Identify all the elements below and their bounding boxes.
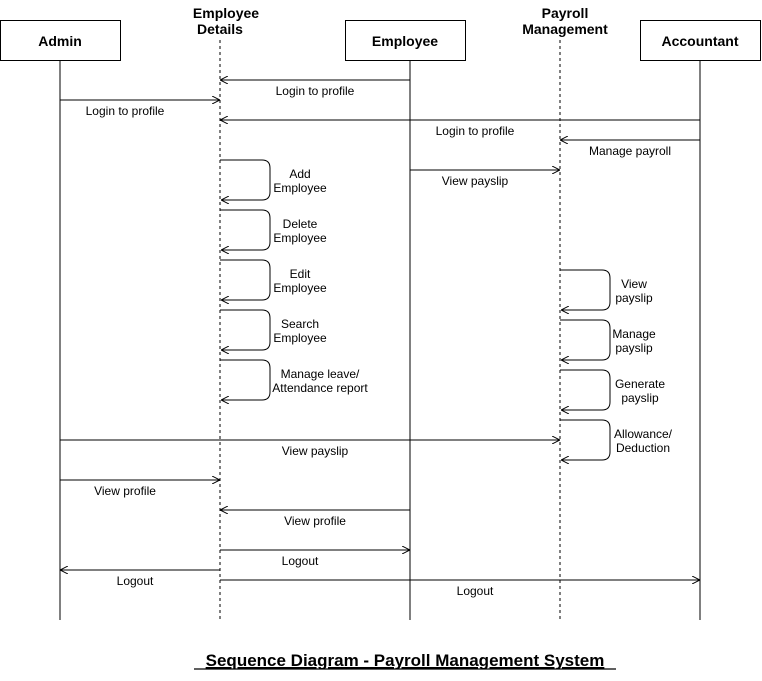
message-label: Add <box>289 167 310 181</box>
message-label: Login to profile <box>436 124 515 138</box>
message-label: Login to profile <box>276 84 355 98</box>
message-label: Employee <box>273 181 327 195</box>
message: Logout <box>220 550 409 568</box>
message-label: View profile <box>284 514 346 528</box>
message: Login to profile <box>60 100 219 118</box>
participant-payroll-label-line1: Payroll <box>542 5 589 21</box>
message: Allowance/Deduction <box>560 419 673 460</box>
self-message-arrow <box>560 419 611 460</box>
self-message-arrow <box>220 259 271 300</box>
message-label: Employee <box>273 331 327 345</box>
message-label: payslip <box>621 391 659 405</box>
message: Logout <box>220 580 699 598</box>
self-message-arrow <box>560 269 611 310</box>
message: View payslip <box>410 170 559 188</box>
message: Logout <box>61 570 220 588</box>
message-label: Allowance/ <box>614 427 673 441</box>
participant-employee-details-label-line1: Employee <box>193 5 259 21</box>
message-label: Edit <box>290 267 311 281</box>
self-message-arrow <box>220 209 271 250</box>
message-label: Delete <box>283 217 318 231</box>
message: Login to profile <box>221 80 410 98</box>
self-message-arrow <box>220 309 271 350</box>
message-label: Generate <box>615 377 665 391</box>
self-message-arrow <box>560 319 611 360</box>
message-label: Logout <box>117 574 154 588</box>
self-message-arrow <box>220 359 271 400</box>
message-label: View <box>621 277 647 291</box>
participant-employee-details-label-line2: Details <box>197 21 243 37</box>
participant-employee: Employee <box>345 20 466 61</box>
message-label: Deduction <box>616 441 670 455</box>
participant-admin-label: Admin <box>38 33 82 49</box>
message-label: View payslip <box>282 444 349 458</box>
message-label: Manage leave/ <box>281 367 360 381</box>
message: Manage leave/Attendance report <box>220 359 368 400</box>
participant-admin: Admin <box>0 20 121 61</box>
participant-employee-details: Employee Details <box>193 5 259 37</box>
participant-employee-label: Employee <box>372 33 438 49</box>
message: View payslip <box>60 440 559 458</box>
message-label: Logout <box>457 584 494 598</box>
message-label: Attendance report <box>272 381 368 395</box>
message-label: Employee <box>273 231 327 245</box>
message: View profile <box>221 510 410 528</box>
participant-accountant: Accountant <box>640 20 761 61</box>
message: Manage payroll <box>561 140 700 158</box>
message: Login to profile <box>221 120 700 138</box>
message-label: Employee <box>273 281 327 295</box>
participant-accountant-label: Accountant <box>662 33 739 49</box>
self-message-arrow <box>560 369 611 410</box>
message-label: Search <box>281 317 319 331</box>
participant-payroll-management: Payroll Management <box>522 5 608 37</box>
message-label: View payslip <box>442 174 509 188</box>
message-label: payslip <box>615 341 653 355</box>
message-label: View profile <box>94 484 156 498</box>
message-label: Manage payroll <box>589 144 671 158</box>
message-label: Login to profile <box>86 104 165 118</box>
message: View profile <box>60 480 219 498</box>
diagram-title: Sequence Diagram - Payroll Management Sy… <box>206 651 605 670</box>
self-message-arrow <box>220 159 271 200</box>
message-label: Manage <box>612 327 656 341</box>
message-label: Logout <box>282 554 319 568</box>
message-label: payslip <box>615 291 653 305</box>
participant-payroll-label-line2: Management <box>522 21 608 37</box>
